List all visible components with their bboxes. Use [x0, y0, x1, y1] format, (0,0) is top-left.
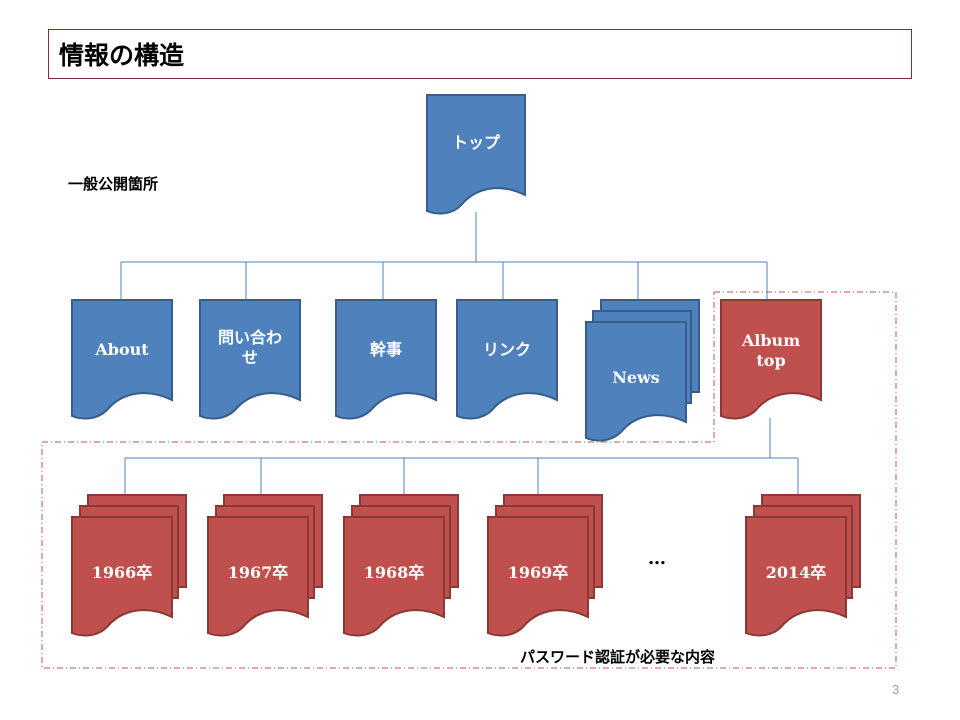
title-box: 情報の構造 — [48, 29, 912, 79]
contact-label-line1: 問い合わ — [217, 328, 282, 347]
year-label-2: 1968卒 — [363, 563, 425, 582]
page-title: 情報の構造 — [59, 41, 185, 70]
contact-label-line2: せ — [241, 348, 258, 367]
news-node[interactable] — [585, 299, 700, 442]
year-label-3: 1969卒 — [507, 563, 569, 582]
year-doc-3[interactable] — [487, 494, 603, 637]
page-number: 3 — [892, 682, 900, 697]
year-doc-1[interactable] — [207, 494, 323, 637]
year-label-4: 2014卒 — [765, 563, 827, 582]
album-label-line1: Album — [741, 331, 801, 350]
public-section-label: 一般公開箇所 — [68, 175, 159, 193]
organizer-node-label: 幹事 — [369, 340, 402, 359]
link-node-label: リンク — [482, 340, 531, 359]
contact-node-label: 問い合わ せ — [200, 326, 300, 370]
year-doc-4[interactable] — [745, 494, 861, 637]
year-label-0: 1966卒 — [91, 563, 153, 582]
top-node-label: トップ — [451, 133, 500, 152]
connector-lines — [120, 212, 799, 494]
album-node-label: Album top — [721, 328, 821, 374]
album-label-line2: top — [756, 351, 786, 370]
year-label-1: 1967卒 — [227, 563, 289, 582]
protected-region-border — [41, 291, 897, 669]
ellipsis-indicator: … — [648, 548, 667, 569]
year-doc-2[interactable] — [343, 494, 459, 637]
year-documents — [71, 494, 861, 637]
about-node-label: About — [95, 340, 149, 359]
year-doc-0[interactable] — [71, 494, 187, 637]
private-section-label: パスワード認証が必要な内容 — [520, 648, 716, 666]
news-node-label: News — [612, 368, 660, 387]
